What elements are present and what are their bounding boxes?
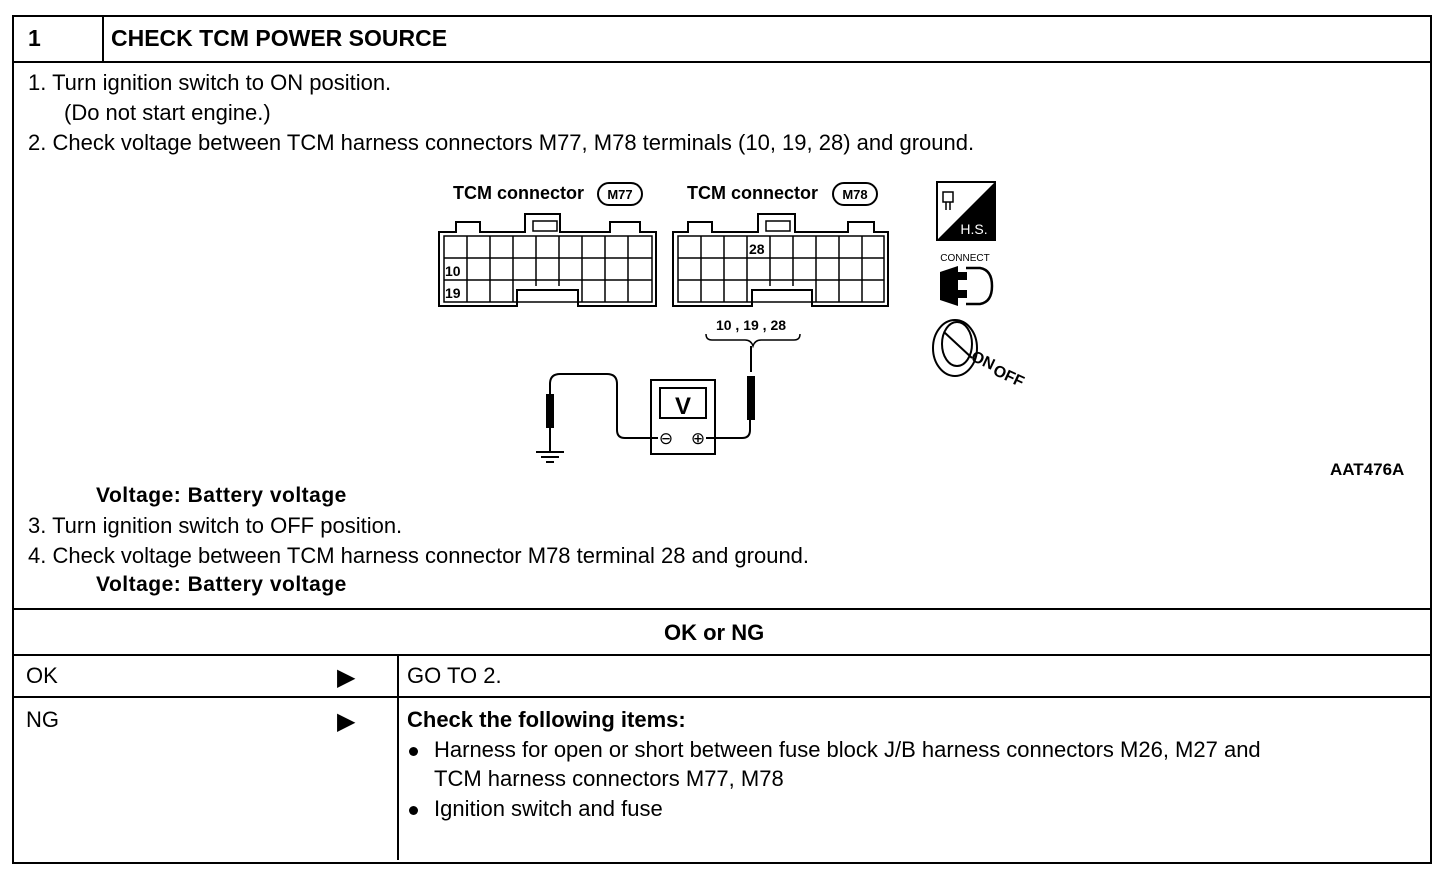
terminals-bracket [705,333,801,349]
ground-icon [536,451,564,463]
ng-item-1-cont: TCM harness connectors M77, M78 [434,766,784,791]
voltmeter-plus: ⊕ [691,429,705,448]
ok-arrow-icon: ▶ [337,664,356,691]
step-4: 4. Check voltage between TCM harness con… [28,543,810,568]
hs-label: H.S. [960,221,987,237]
bullet-icon [409,806,418,815]
ok-label: OK [26,663,58,688]
connect-label: CONNECT [940,253,989,264]
ng-label: NG [26,707,59,732]
page-title: CHECK TCM POWER SOURCE [111,25,448,51]
ok-or-ng-heading: OK or NG [664,620,765,645]
m78-connector-label: TCM connector [687,183,818,203]
probe-wires [549,346,752,439]
bullet-icon [409,747,418,756]
m77-connector-label: TCM connector [453,183,584,203]
ng-arrow-icon: ▶ [337,708,356,735]
ng-item-1: Harness for open or short between fuse b… [434,737,1261,762]
terminals-bracket-label: 10 , 19 , 28 [716,317,786,333]
header-divider [102,15,104,63]
voltmeter-minus: ⊖ [659,429,673,448]
section-rule [12,608,1432,610]
terminal-10-label: 10 [445,263,461,279]
ng-item-2: Ignition switch and fuse [434,796,663,821]
result-rule [12,654,1432,656]
m77-id: M77 [607,187,632,202]
voltage-spec-1: Voltage: Battery voltage [96,484,347,507]
hs-tool-icon [936,181,996,241]
ng-heading: Check the following items: [407,707,686,732]
ok-row-rule [12,696,1432,698]
voltmeter-symbol: V [675,393,691,420]
step-3: 3. Turn ignition switch to OFF position. [28,513,403,538]
m77-id-oval [597,182,643,206]
result-divider [397,654,399,860]
negative-probe [546,394,554,428]
m77-connector [438,213,657,307]
header-rule [12,61,1432,63]
step-2: 2. Check voltage between TCM harness con… [28,130,975,155]
off-label: OFF [990,362,1026,391]
procedure-table [12,15,1432,864]
positive-probe [747,376,755,420]
voltage-spec-2: Voltage: Battery voltage [96,573,347,596]
step-1-note: (Do not start engine.) [64,100,271,125]
step-1: 1. Turn ignition switch to ON position. [28,70,392,95]
figure-reference: AAT476A [1330,460,1405,479]
terminal-19-label: 19 [445,285,461,301]
m78-connector [672,213,889,307]
connect-icon [940,266,994,306]
voltmeter [650,379,716,455]
terminal-28-label: 28 [749,241,765,257]
m78-id: M78 [842,187,867,202]
ignition-switch-icon [932,319,978,377]
m78-id-oval [832,182,878,206]
ok-action: GO TO 2. [407,663,502,688]
step-number: 1 [28,25,41,51]
